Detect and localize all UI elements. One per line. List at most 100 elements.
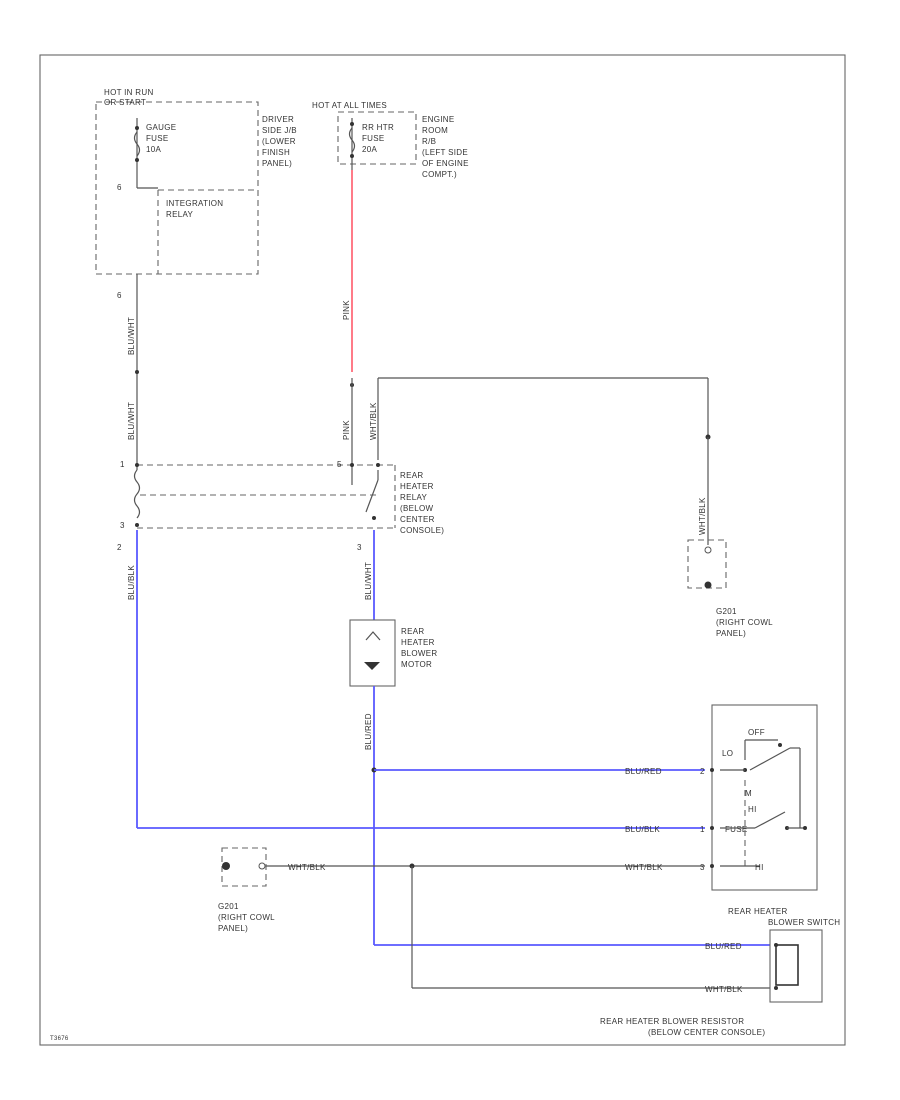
blower-motor-label: BLOWER [401,649,437,658]
blu-red-wire: 3 BLU/WHT REAR HEATER BLOWER MOTOR BLU/R… [349,530,770,951]
wire-color-label: PINK [342,420,351,440]
wht-blk-wire-top: WHT/BLK WHT/BLK G201 (RIGHT COWL PANEL) [369,377,773,638]
wire-color-label: BLU/RED [364,713,373,750]
wire-color-label: BLU/WHT [364,562,373,600]
switch-m-label: M [745,789,752,798]
pin-label: 1 [700,825,705,834]
pin-label: 3 [357,543,362,552]
rear-heater-relay-label: RELAY [400,493,428,502]
switch-hi-label: HI [755,863,764,872]
blower-motor-box [349,619,396,687]
wire-color-label: PINK [342,300,351,320]
ground-label: G201 [218,902,239,911]
switch-hi-label: HI [748,805,757,814]
driver-side-jb-label: PANEL) [262,159,292,168]
rear-heater-relay-label: CENTER [400,515,435,524]
ground-label: (RIGHT COWL [716,618,773,627]
rr-htr-fuse-label: RR HTR [362,123,394,132]
wire-color-label: WHT/BLK [705,985,743,994]
integration-relay-label: RELAY [166,210,194,219]
ground-connector [221,847,267,887]
wire-color-label: BLU/WHT [127,402,136,440]
pin-label: 1 [120,460,125,469]
pin-label: 5 [337,460,342,469]
driver-side-jb-label: DRIVER [262,115,294,124]
engine-room-label: ENGINE [422,115,454,124]
engine-room-label: COMPT.) [422,170,457,179]
rear-heater-relay: 1 5 3 REAR HEATER RELAY (BELOW CENTER CO… [120,460,444,535]
blower-motor-label: HEATER [401,638,435,647]
engine-room-label: OF ENGINE [422,159,469,168]
blu-blk-wire: 2 BLU/BLK BLU/BLK [117,530,705,834]
rear-heater-relay-label: CONSOLE) [400,526,444,535]
driver-side-junction-block: HOT IN RUN OR START GAUGE FUSE 10A DRIVE… [95,88,297,275]
ground-icon [704,546,712,554]
wire-color-label: WHT/BLK [625,863,663,872]
pin-label: 6 [117,183,122,192]
wire-color-label: BLU/RED [705,942,742,951]
blower-switch-label: REAR HEATER [728,907,788,916]
ground-label: PANEL) [218,924,248,933]
rear-heater-relay-label: (BELOW [400,504,434,513]
wire-color-label: WHT/BLK [698,497,707,535]
integration-relay-label: INTEGRATION [166,199,223,208]
wht-blk-wire-bottom: WHT/BLK WHT/BLK WHT/BLK G201 (RIGHT COWL… [218,847,770,994]
wire-color-label: WHT/BLK [369,402,378,440]
hot-in-run-line1: HOT IN RUN [104,88,154,97]
engine-room-label: ROOM [422,126,448,135]
blower-motor-label: MOTOR [401,660,432,669]
switch-contact-icon [749,747,791,771]
rear-heater-blower-switch: 2 1 3 OFF LO M HI FUSE HI REAR HEATER BL… [700,704,840,927]
pin-label: 6 [117,291,122,300]
ground-label: G201 [716,607,737,616]
wire-color-label: WHT/BLK [288,863,326,872]
pin-label: 3 [700,863,705,872]
hot-at-all-times-label: HOT AT ALL TIMES [312,101,387,110]
engine-room-label: R/B [422,137,436,146]
wire-color-label: BLU/RED [625,767,662,776]
driver-side-jb-label: (LOWER [262,137,296,146]
diagram-frame [39,54,846,1046]
motor-icon [365,631,381,641]
resistor-icon [775,944,799,986]
driver-side-jb-label: SIDE J/B [262,126,297,135]
rr-htr-fuse-rating: 20A [362,145,377,154]
rr-htr-fuse-icon [348,127,356,153]
gauge-fuse-icon [133,131,141,157]
ground-label: (RIGHT COWL [218,913,275,922]
ground-label: PANEL) [716,629,746,638]
switch-fuse-label: FUSE [725,825,748,834]
pin-label: 2 [117,543,122,552]
driver-side-jb-label: FINISH [262,148,290,157]
pin-label: 3 [120,521,125,530]
figure-id: T3676 [50,1036,69,1042]
switch-lo-label: LO [722,749,733,758]
motor-arrow-icon [364,662,380,670]
ground-icon [222,862,230,870]
gauge-fuse-label: GAUGE [146,123,176,132]
wire-color-label: BLU/BLK [127,565,136,600]
pin-label: 2 [700,767,705,776]
rr-htr-fuse-label: FUSE [362,134,385,143]
rear-heater-blower-resistor: REAR HEATER BLOWER RESISTOR (BELOW CENTE… [600,929,823,1037]
relay-coil-icon [133,469,141,519]
rear-heater-relay-label: REAR [400,471,423,480]
hot-in-run-line2: OR START [104,98,146,107]
wire-color-label: BLU/WHT [127,317,136,355]
switch-contact-icon [754,811,786,829]
pink-wire: PINK PINK [342,170,354,470]
blower-resistor-label: (BELOW CENTER CONSOLE) [648,1028,765,1037]
relay-contact-icon [365,479,379,513]
blower-motor-label: REAR [401,627,424,636]
wire-color-label: BLU/BLK [625,825,660,834]
blower-resistor-label: REAR HEATER BLOWER RESISTOR [600,1017,744,1026]
engine-room-relay-block: HOT AT ALL TIMES RR HTR FUSE 20A ENGINE … [312,101,469,179]
gauge-fuse-rating: 10A [146,145,161,154]
blu-wht-wire: 6 BLU/WHT BLU/WHT [117,274,139,470]
rear-heater-relay-label: HEATER [400,482,434,491]
blower-switch-label: BLOWER SWITCH [768,918,840,927]
engine-room-label: (LEFT SIDE [422,148,468,157]
gauge-fuse-label: FUSE [146,134,169,143]
switch-off-label: OFF [748,728,765,737]
